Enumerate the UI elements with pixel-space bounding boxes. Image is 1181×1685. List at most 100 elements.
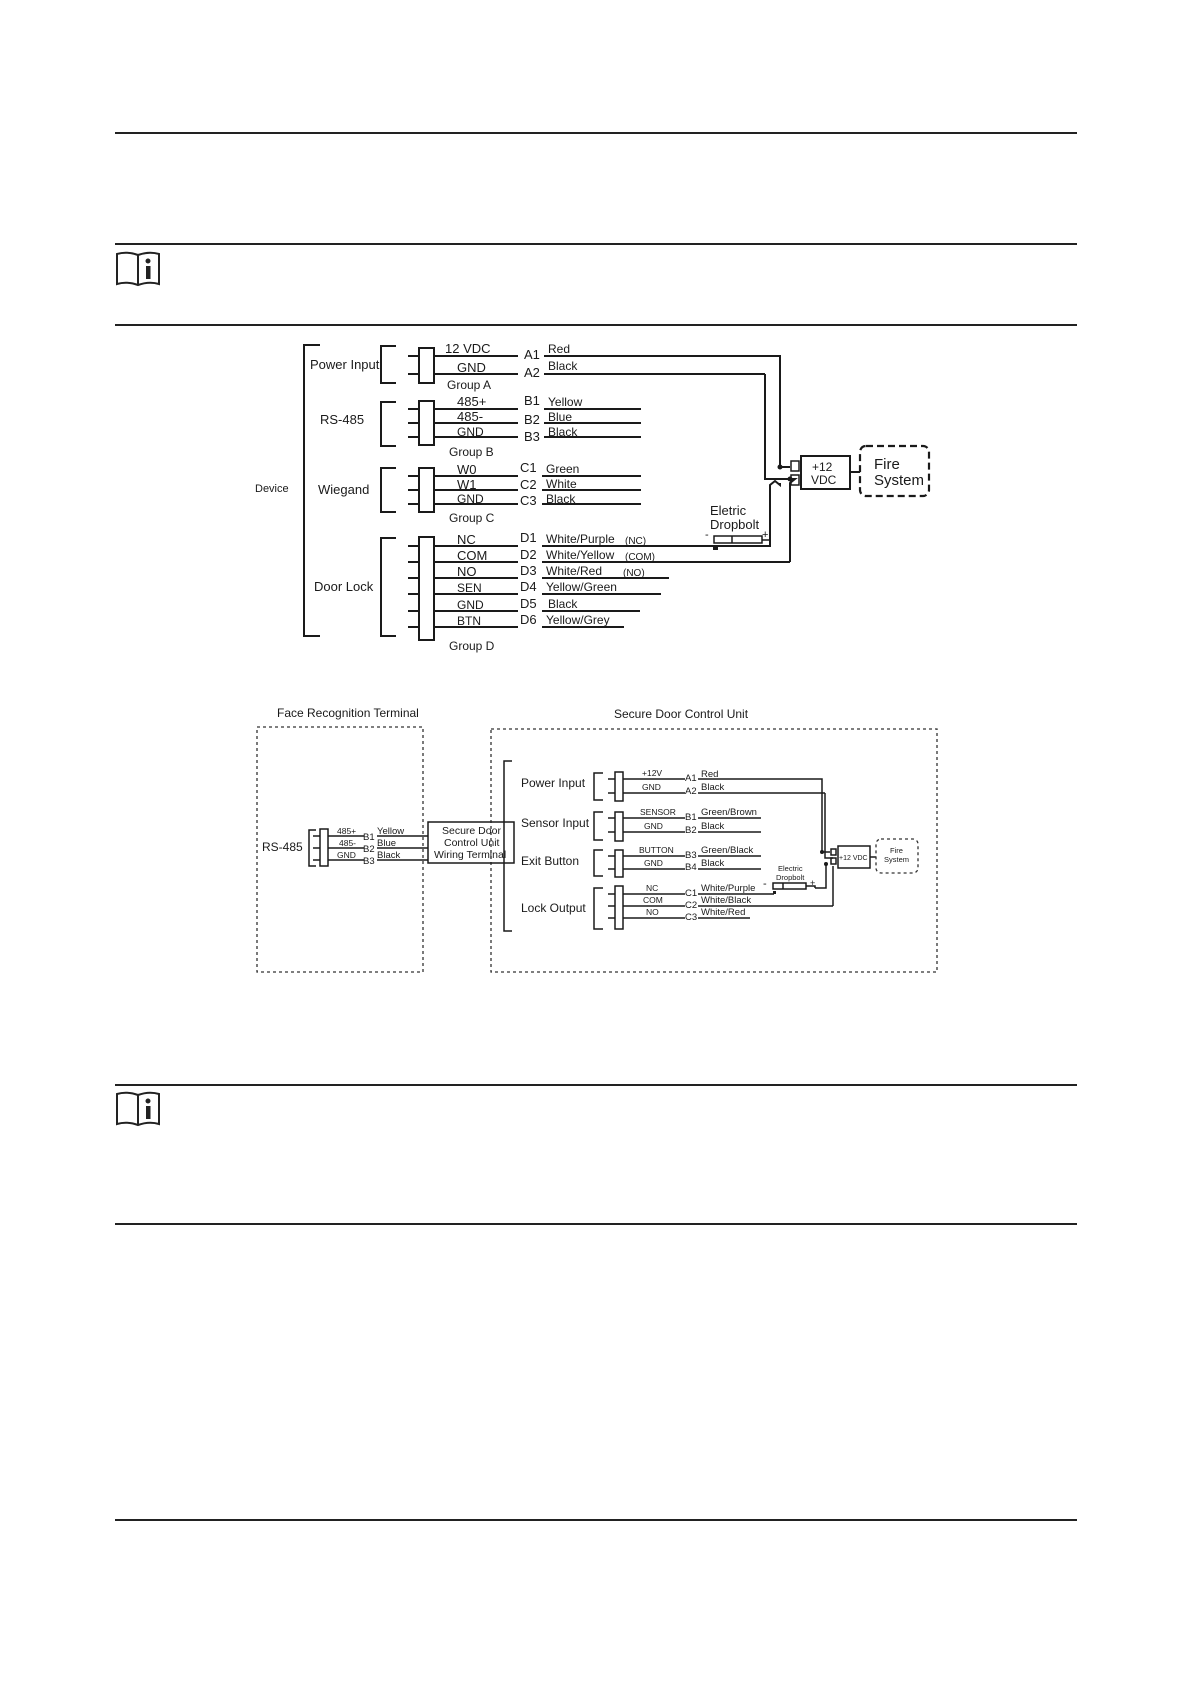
- wire-green-black: Green/Black: [701, 845, 754, 856]
- pin-b3: B3: [363, 856, 375, 867]
- wire-black: Black: [546, 492, 576, 506]
- wire-black: Black: [548, 425, 578, 439]
- wire-black: Black: [701, 858, 724, 869]
- unit-title: Secure Door Control Unit: [614, 707, 749, 721]
- note2-rule-bottom: [115, 1223, 1077, 1225]
- wiegand-label: Wiegand: [318, 482, 369, 497]
- dropbolt-plus: +: [762, 529, 768, 541]
- pin-c3: C3: [520, 493, 537, 508]
- dropbolt-minus: -: [705, 529, 709, 541]
- terminal-gnd: GND: [457, 425, 484, 439]
- top-rule: [115, 132, 1077, 134]
- wiring-terminal-line3: Wiring Terminal: [434, 849, 506, 861]
- note-rule-top: [115, 243, 1077, 245]
- terminal-title: Face Recognition Terminal: [277, 706, 419, 720]
- psu-label: +12 VDC: [839, 855, 868, 862]
- fire-system-line2: System: [884, 855, 909, 864]
- dropbolt-label-line2: Dropbolt: [710, 517, 760, 532]
- pin-b4: B4: [685, 862, 697, 873]
- wire-tag-nc: (NC): [625, 536, 646, 547]
- wire-yellow-grey: Yellow/Grey: [546, 613, 610, 627]
- pin-a2: A2: [685, 786, 697, 797]
- pin-b2: B2: [363, 844, 375, 855]
- pin-d3: D3: [520, 563, 537, 578]
- lock-output-label: Lock Output: [521, 901, 586, 915]
- dropbolt-label-line1: Electric: [778, 864, 803, 873]
- wiring-diagram-device: Device Power Input RS-485 Wiegand Door L…: [255, 341, 931, 653]
- pin-c1: C1: [520, 460, 537, 475]
- power-input-label: Power Input: [310, 357, 380, 372]
- power-input-label: Power Input: [521, 776, 586, 790]
- group-b-label: Group B: [449, 445, 494, 459]
- terminal-sen: SEN: [457, 581, 482, 595]
- wiring-diagram-secure-door-unit: Face Recognition Terminal Secure Door Co…: [256, 706, 938, 973]
- terminal-gnd: GND: [457, 360, 486, 375]
- pin-c2: C2: [685, 900, 697, 911]
- terminal-12vdc: 12 VDC: [445, 341, 491, 356]
- pin-b1: B1: [363, 832, 375, 843]
- terminal-w0: W0: [457, 462, 477, 477]
- wire-black: Black: [548, 359, 578, 373]
- fire-system-line1: Fire: [890, 846, 903, 855]
- dropbolt-plus: +: [810, 878, 815, 888]
- terminal-sensor: SENSOR: [640, 807, 676, 817]
- terminal-gnd: GND: [644, 858, 663, 868]
- dropbolt-body: [713, 535, 763, 544]
- terminal-gnd: GND: [644, 821, 663, 831]
- wire-black: Black: [548, 597, 578, 611]
- sensor-input-label: Sensor Input: [521, 816, 590, 830]
- pin-d4: D4: [520, 579, 537, 594]
- terminal-nc: NC: [457, 532, 476, 547]
- pin-c3: C3: [685, 912, 697, 923]
- group-c-label: Group C: [449, 511, 495, 525]
- pin-b2: B2: [685, 825, 697, 836]
- wire-white-purple: White/Purple: [546, 532, 615, 546]
- pin-b1: B1: [685, 812, 697, 823]
- rs485-label: RS-485: [320, 412, 364, 427]
- group-a-label: Group A: [447, 378, 491, 392]
- terminal-gnd: GND: [337, 850, 356, 860]
- wire-black: Black: [701, 782, 724, 793]
- pin-b1: B1: [524, 393, 540, 408]
- terminal-gnd: GND: [642, 782, 661, 792]
- terminal-485-minus: 485-: [457, 409, 483, 424]
- wire-green: Green: [546, 462, 579, 476]
- wire-red: Red: [548, 342, 570, 356]
- psu-line1: +12: [812, 460, 833, 474]
- fire-system-line1: Fire: [874, 456, 900, 473]
- wire-black: Black: [701, 821, 724, 832]
- pin-d6: D6: [520, 612, 537, 627]
- pin-a1: A1: [685, 773, 697, 784]
- dropbolt-label-line1: Eletric: [710, 503, 747, 518]
- door-lock-label: Door Lock: [314, 579, 374, 594]
- wire-yellow: Yellow: [377, 826, 404, 837]
- dropbolt-body: [772, 882, 807, 890]
- terminal-485-minus: 485-: [339, 838, 356, 848]
- wire-white-red: White/Red: [701, 907, 745, 918]
- exit-button-label: Exit Button: [521, 854, 579, 868]
- terminal-button: BUTTON: [639, 845, 674, 855]
- pin-a2: A2: [524, 365, 540, 380]
- pin-b3: B3: [524, 429, 540, 444]
- rs485-label: RS-485: [262, 840, 303, 854]
- terminal-com: COM: [643, 895, 663, 905]
- psu-line2: VDC: [811, 473, 837, 487]
- pin-c2: C2: [520, 477, 537, 492]
- note-info-icon: [116, 251, 160, 287]
- wire-black: Black: [377, 850, 400, 861]
- terminal-no: NO: [457, 564, 477, 579]
- device-label: Device: [255, 483, 289, 495]
- wire-yellow-green: Yellow/Green: [546, 580, 617, 594]
- wire-white-black: White/Black: [701, 895, 751, 906]
- terminal-com: COM: [457, 548, 487, 563]
- wire-blue: Blue: [548, 410, 572, 424]
- wiring-terminal-line2: Control Unit: [444, 837, 500, 849]
- terminal-btn: BTN: [457, 614, 481, 628]
- wiring-terminal-line1: Secure Door: [442, 825, 501, 837]
- terminal-nc: NC: [646, 883, 658, 893]
- terminal-12v: +12V: [642, 768, 662, 778]
- pin-d1: D1: [520, 530, 537, 545]
- terminal-gnd: GND: [457, 598, 484, 612]
- terminal-485-plus: 485+: [457, 394, 486, 409]
- pin-c1: C1: [685, 888, 697, 899]
